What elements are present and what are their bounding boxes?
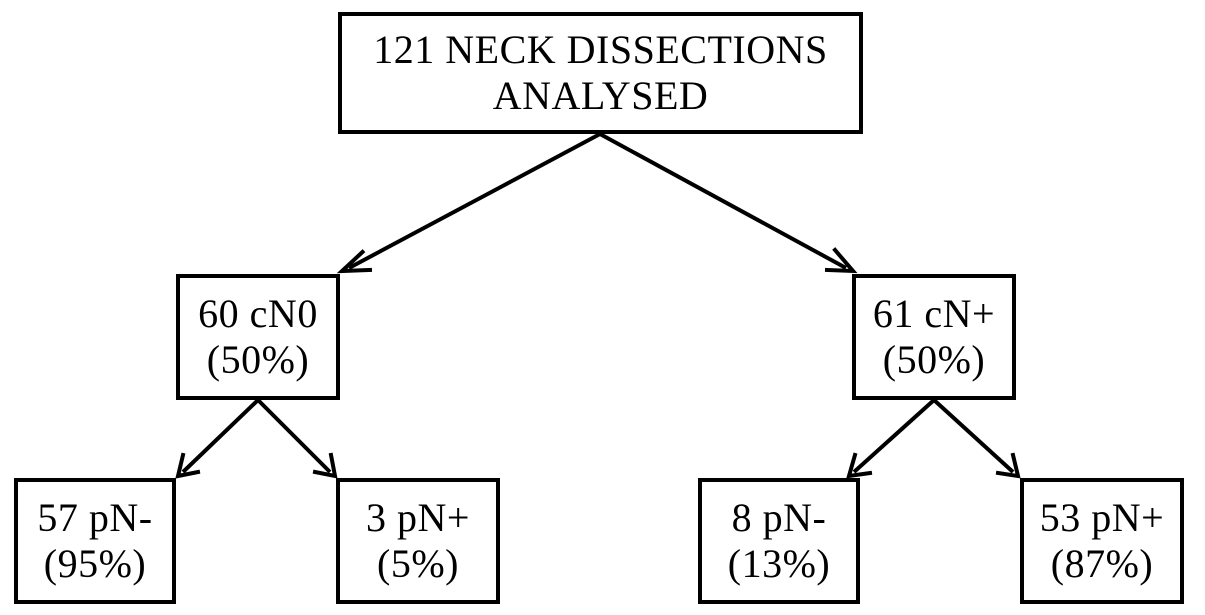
cn-positive-node: 61 cN+ (50%) — [852, 274, 1016, 400]
edge-cnp-to-pnp-r — [932, 398, 1015, 474]
arrowhead-cn0 — [336, 249, 373, 274]
cn0-pn-positive-count: 3 pN+ — [366, 495, 470, 540]
edge-root-to-cn0 — [348, 132, 601, 270]
cn0-node-percent: (50%) — [206, 337, 310, 382]
cnp-pn-negative-count: 8 pN- — [731, 495, 827, 540]
cn0-pn-negative-count: 57 pN- — [37, 495, 153, 540]
cnp-pn-negative-node: 8 pN- (13%) — [698, 478, 860, 604]
cnp-pn-positive-percent: (87%) — [1050, 541, 1154, 586]
cn0-pn-negative-node: 57 pN- (95%) — [14, 478, 176, 604]
cn0-pn-positive-node: 3 pN+ (5%) — [336, 478, 500, 604]
edge-cnp-to-pnm-r — [852, 398, 936, 474]
cnp-pn-negative-percent: (13%) — [727, 541, 831, 586]
root-node-line2: ANALYSED — [492, 73, 709, 118]
cnp-pn-positive-count: 53 pN+ — [1039, 495, 1165, 540]
cn-positive-node-count: 61 cN+ — [872, 291, 996, 336]
root-node-line1: 121 NECK DISSECTIONS — [373, 27, 828, 72]
arrowhead-pnm-l — [175, 452, 201, 479]
arrowhead-cnp — [824, 247, 858, 274]
cn0-pn-positive-percent: (5%) — [377, 541, 459, 586]
cn0-node-count: 60 cN0 — [198, 291, 318, 336]
cn-positive-node-percent: (50%) — [882, 337, 986, 382]
edge-cn0-to-pnp-l — [256, 398, 332, 474]
arrowhead-pnp-l — [312, 452, 338, 479]
root-node: 121 NECK DISSECTIONS ANALYSED — [338, 12, 863, 134]
cn0-node: 60 cN0 (50%) — [176, 274, 340, 400]
edge-cn0-to-pnm-l — [181, 398, 260, 474]
arrowhead-pnm-r — [846, 452, 873, 479]
arrowhead-pnp-r — [995, 452, 1021, 479]
edge-root-to-cnp — [599, 132, 847, 270]
cnp-pn-positive-node: 53 pN+ (87%) — [1020, 478, 1184, 604]
cn0-pn-negative-percent: (95%) — [43, 541, 147, 586]
